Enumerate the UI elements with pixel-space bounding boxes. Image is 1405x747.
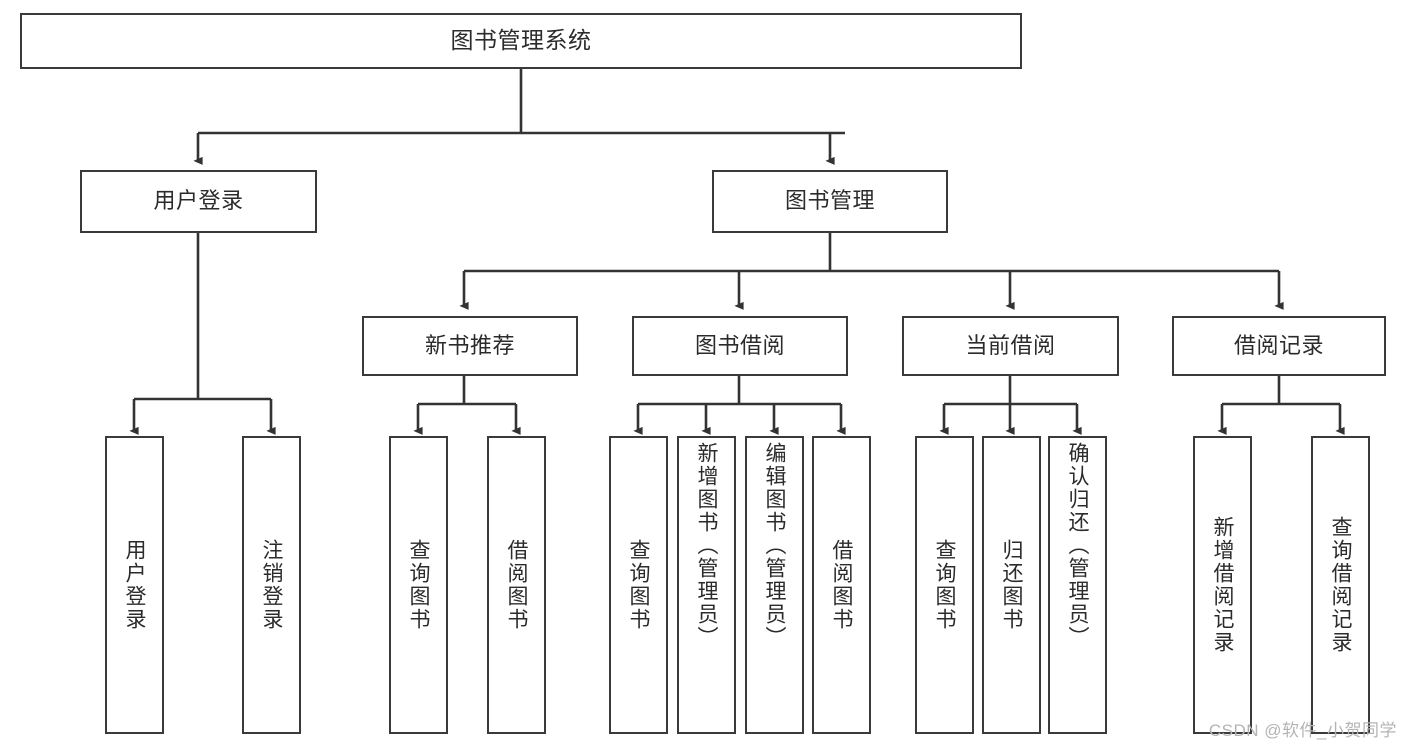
node-leaf-add-record-label: 新增借阅记录 [1211,516,1234,654]
node-leaf-query-record-label: 查询借阅记录 [1329,516,1352,654]
node-book-management[interactable]: 图书管理 [712,170,948,233]
node-user-login[interactable]: 用户登录 [80,170,317,233]
node-leaf-query-book-1[interactable]: 查询图书 [389,436,448,734]
node-leaf-borrow-book-1-label: 借阅图书 [505,539,528,631]
node-leaf-query-book-1-label: 查询图书 [407,539,430,631]
node-leaf-add-book-label: 新增图书（管理员） [695,442,718,649]
node-user-login-label: 用户登录 [153,188,244,214]
node-leaf-user-login[interactable]: 用户登录 [105,436,164,734]
csdn-watermark: CSDN @软件_小贺同学 [1208,721,1397,740]
node-leaf-user-logout-label: 注销登录 [260,539,283,631]
node-leaf-edit-book-label: 编辑图书（管理员） [763,442,786,649]
node-leaf-query-book-2[interactable]: 查询图书 [609,436,668,734]
node-leaf-user-login-label: 用户登录 [123,539,146,631]
node-leaf-borrow-book-1[interactable]: 借阅图书 [487,436,546,734]
node-leaf-return-book[interactable]: 归还图书 [982,436,1041,734]
node-root[interactable]: 图书管理系统 [20,13,1022,69]
node-borrow-record[interactable]: 借阅记录 [1172,316,1386,376]
node-current-borrow[interactable]: 当前借阅 [902,316,1119,376]
node-leaf-query-book-2-label: 查询图书 [627,539,650,631]
node-borrow-record-label: 借阅记录 [1233,332,1324,358]
node-new-book-recommend[interactable]: 新书推荐 [362,316,578,376]
node-new-book-recommend-label: 新书推荐 [424,332,515,358]
node-leaf-user-logout[interactable]: 注销登录 [242,436,301,734]
node-root-label: 图书管理系统 [450,27,592,54]
node-book-borrow-label: 图书借阅 [694,332,785,358]
node-leaf-borrow-book-2[interactable]: 借阅图书 [812,436,871,734]
node-leaf-return-book-label: 归还图书 [1000,539,1023,631]
node-leaf-confirm-return-label: 确认归还（管理员） [1066,442,1089,649]
node-leaf-query-record[interactable]: 查询借阅记录 [1311,436,1370,734]
node-leaf-confirm-return[interactable]: 确认归还（管理员） [1048,436,1107,734]
node-book-management-label: 图书管理 [784,188,875,214]
node-leaf-borrow-book-2-label: 借阅图书 [830,539,853,631]
node-current-borrow-label: 当前借阅 [965,332,1056,358]
node-book-borrow[interactable]: 图书借阅 [632,316,848,376]
node-leaf-add-record[interactable]: 新增借阅记录 [1193,436,1252,734]
node-leaf-query-book-3[interactable]: 查询图书 [915,436,974,734]
node-leaf-add-book[interactable]: 新增图书（管理员） [677,436,736,734]
node-leaf-edit-book[interactable]: 编辑图书（管理员） [745,436,804,734]
node-leaf-query-book-3-label: 查询图书 [933,539,956,631]
